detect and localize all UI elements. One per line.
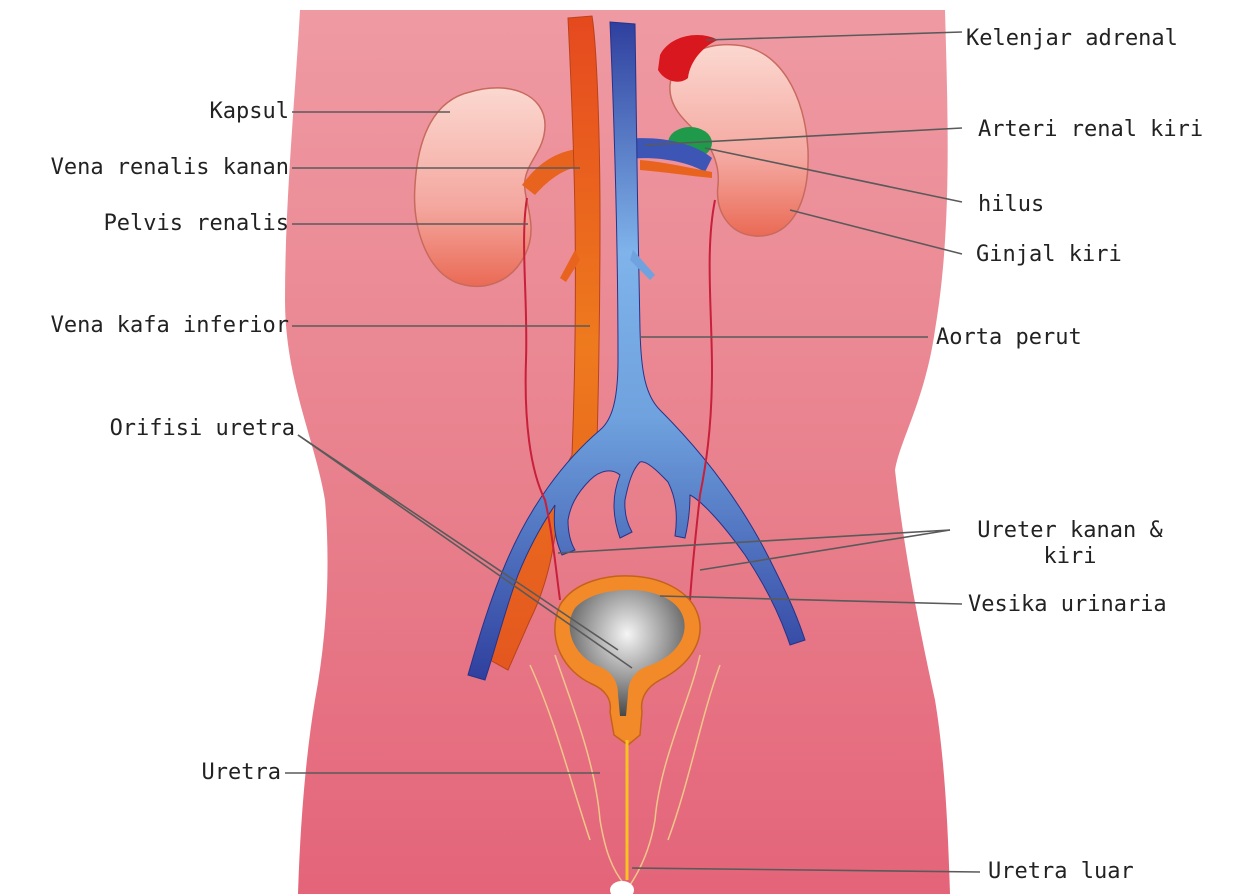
label-vesika-urinaria: Vesika urinaria (968, 592, 1167, 618)
label-ureter-kanan-kiri: Ureter kanan & kiri (950, 518, 1190, 570)
label-uretra: Uretra (202, 760, 281, 786)
label-kelenjar-adrenal: Kelenjar adrenal (966, 26, 1178, 52)
label-aorta-perut: Aorta perut (936, 325, 1082, 351)
label-kapsul: Kapsul (210, 99, 289, 125)
label-arteri-renal-kiri: Arteri renal kiri (978, 117, 1243, 143)
label-ureter-line2: kiri (950, 544, 1190, 570)
label-ureter-line1: Ureter kanan & (950, 518, 1190, 544)
label-hilus: hilus (978, 192, 1044, 218)
label-uretra-luar: Uretra luar (988, 859, 1134, 885)
label-pelvis-renalis: Pelvis renalis (104, 211, 289, 237)
label-vena-kafa-inferior: Vena kafa inferior (51, 313, 289, 339)
label-orifisi-uretra: Orifisi uretra (110, 416, 295, 442)
label-vena-renalis-kanan: Vena renalis kanan (51, 155, 289, 181)
label-ginjal-kiri: Ginjal kiri (976, 242, 1122, 268)
